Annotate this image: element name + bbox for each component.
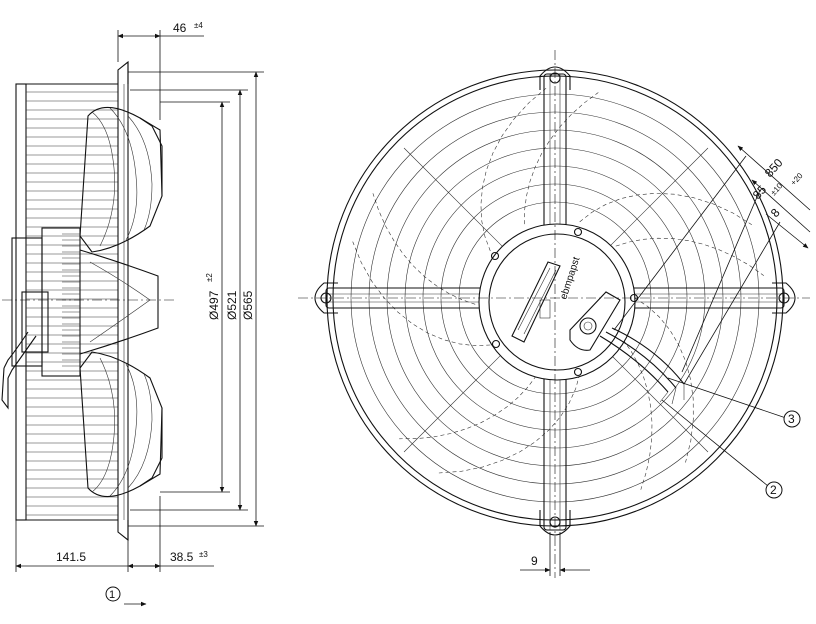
impeller-blade-edge	[438, 374, 580, 474]
dim-cable-850-value: 850	[762, 156, 786, 180]
callout-3: 3	[667, 377, 801, 428]
dim-cable-850-tol: +20	[789, 171, 805, 188]
impeller-blade-edge	[622, 339, 653, 490]
side-motor	[11, 227, 81, 377]
side-cable-gland	[1, 331, 37, 410]
callout-airflow: 1	[105, 586, 147, 607]
dim-diameter-565: Ø565	[128, 71, 264, 527]
dim-d497-value: Ø497	[207, 290, 221, 320]
impeller-blade-edge	[480, 87, 547, 252]
dim-offset-46: 46 ±4	[117, 21, 204, 120]
callout-1-label: 1	[109, 589, 115, 601]
dim-cable-8: 8	[683, 205, 809, 385]
front-view: ebmpapst 850 +20 85	[298, 50, 811, 578]
motor-hub: ebmpapst	[478, 223, 639, 381]
impeller-blade-edge	[352, 241, 491, 347]
impeller-blade-edge	[579, 192, 752, 225]
callout-2-label: 2	[770, 483, 777, 497]
dim-diameter-521: Ø521	[130, 89, 248, 511]
impeller-blade-edge	[634, 297, 694, 463]
impeller-blade-edge	[524, 92, 599, 225]
impeller-blade-edge	[615, 237, 764, 276]
dim-cable-85: 85 ±10	[681, 179, 811, 373]
side-impeller-blades	[79, 106, 163, 498]
impeller-blades	[352, 87, 764, 490]
side-mounting-flange	[117, 60, 129, 542]
dim-flange-38: 38.5 ±3	[127, 540, 214, 572]
side-view: 46 ±4 Ø497 ±2 Ø521 Ø565 141.5	[1, 21, 264, 607]
cable-bundle	[599, 327, 685, 405]
dim-offset-tol: ±4	[194, 21, 203, 30]
callout-2: 2	[661, 399, 783, 499]
dim-lug-9: 9	[520, 532, 590, 576]
side-guard-grille	[15, 83, 118, 521]
impeller-blade-edge	[399, 375, 537, 440]
dim-diameter-497: Ø497 ±2	[160, 101, 230, 493]
dim-offset-value: 46	[173, 21, 187, 35]
dim-d521-value: Ø521	[225, 290, 239, 320]
dim-d497-tol: ±2	[205, 273, 214, 282]
callout-3-label: 3	[788, 412, 795, 426]
diagonal-struts	[403, 147, 709, 453]
dim-cable-85-tol: ±10	[769, 181, 785, 197]
dim-depth-141: 141.5	[15, 496, 161, 572]
dim-d565-value: Ø565	[241, 290, 255, 320]
dim-lug-9-value: 9	[531, 554, 538, 568]
terminal-box	[511, 261, 561, 343]
dim-flange-value: 38.5	[170, 550, 194, 564]
dim-depth-value: 141.5	[56, 550, 86, 564]
dim-flange-tol: ±3	[199, 550, 208, 559]
impeller-blade-edge	[372, 193, 476, 305]
